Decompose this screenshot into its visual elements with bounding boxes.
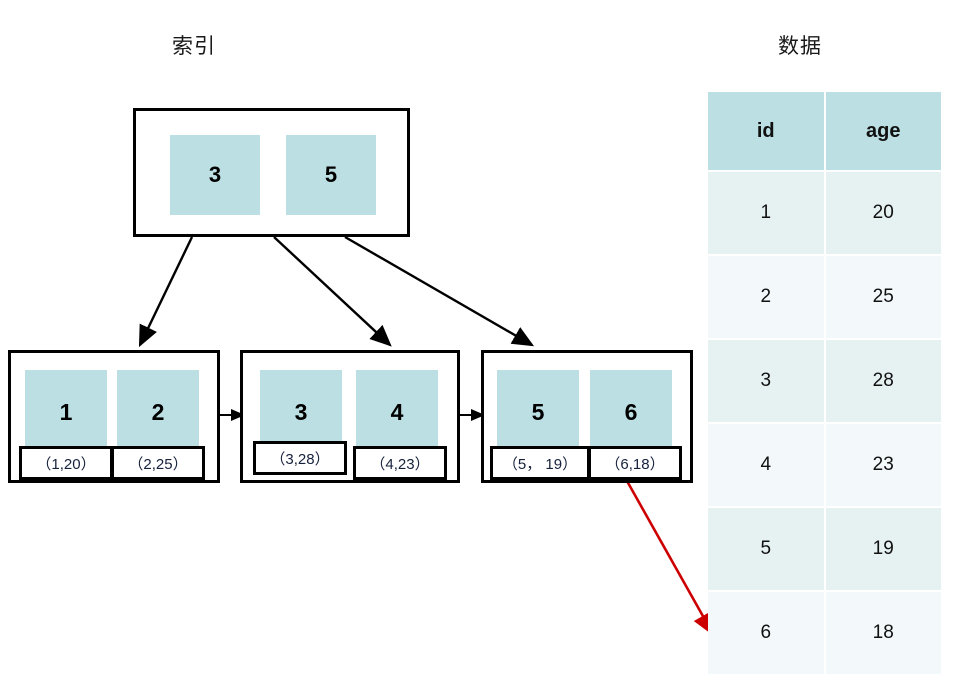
root-key-cell-0[interactable]: 3 xyxy=(170,135,260,215)
data-section-title: 数据 xyxy=(778,35,822,58)
leaf-2-payload-1[interactable]: （4,23） xyxy=(353,446,447,480)
arrow-root-to-leaf-3 xyxy=(344,235,535,347)
root-key-cell-1[interactable]: 5 xyxy=(286,135,376,215)
cell-id: 6 xyxy=(708,592,824,674)
leaf-3-key-cell-0[interactable]: 5 xyxy=(497,370,579,455)
cell-age: 19 xyxy=(825,508,941,590)
column-header-age: age xyxy=(825,92,941,170)
table-row[interactable]: 2 25 xyxy=(708,256,941,338)
leaf-3-payload-0[interactable]: （5， 19） xyxy=(490,446,590,480)
table-row[interactable]: 1 20 xyxy=(708,172,941,254)
cell-id: 1 xyxy=(708,172,824,254)
table-row[interactable]: 5 19 xyxy=(708,508,941,590)
data-table: id age 1 20 2 25 3 28 4 23 5 19 xyxy=(706,90,943,676)
cell-age: 20 xyxy=(825,172,941,254)
data-table-head: id age xyxy=(708,92,941,170)
leaf-1-payload-1[interactable]: （2,25） xyxy=(111,446,205,480)
data-table-header-row: id age xyxy=(708,92,941,170)
table-row[interactable]: 6 18 xyxy=(708,592,941,674)
index-section-title: 索引 xyxy=(172,35,216,58)
table-row[interactable]: 3 28 xyxy=(708,340,941,422)
cell-age: 18 xyxy=(825,592,941,674)
cell-id: 5 xyxy=(708,508,824,590)
leaf-node-2[interactable]: 3 4 （3,28） （4,23） xyxy=(240,350,460,483)
cell-age: 23 xyxy=(825,424,941,506)
cell-age: 28 xyxy=(825,340,941,422)
leaf-node-3[interactable]: 5 6 （5， 19） （6,18） xyxy=(481,350,693,483)
table-row[interactable]: 4 23 xyxy=(708,424,941,506)
leaf-1-key-cell-1[interactable]: 2 xyxy=(117,370,199,455)
root-node[interactable]: 3 5 xyxy=(133,108,410,237)
leaf-2-key-cell-1[interactable]: 4 xyxy=(356,370,438,455)
leaf-2-payload-0[interactable]: （3,28） xyxy=(253,441,347,475)
leaf-3-payload-1[interactable]: （6,18） xyxy=(588,446,682,480)
data-table-body: 1 20 2 25 3 28 4 23 5 19 6 18 xyxy=(708,172,941,674)
cell-id: 4 xyxy=(708,424,824,506)
cell-id: 3 xyxy=(708,340,824,422)
cell-age: 25 xyxy=(825,256,941,338)
arrow-payload-to-table-row xyxy=(625,480,715,637)
leaf-node-1[interactable]: 1 2 （1,20） （2,25） xyxy=(8,350,220,483)
leaf-2-key-cell-0[interactable]: 3 xyxy=(260,370,342,455)
cell-id: 2 xyxy=(708,256,824,338)
leaf-1-payload-0[interactable]: （1,20） xyxy=(19,446,113,480)
arrow-root-to-leaf-1 xyxy=(138,236,194,348)
arrow-root-to-leaf-2 xyxy=(273,236,392,347)
leaf-3-key-cell-1[interactable]: 6 xyxy=(590,370,672,455)
leaf-1-key-cell-0[interactable]: 1 xyxy=(25,370,107,455)
column-header-id: id xyxy=(708,92,824,170)
